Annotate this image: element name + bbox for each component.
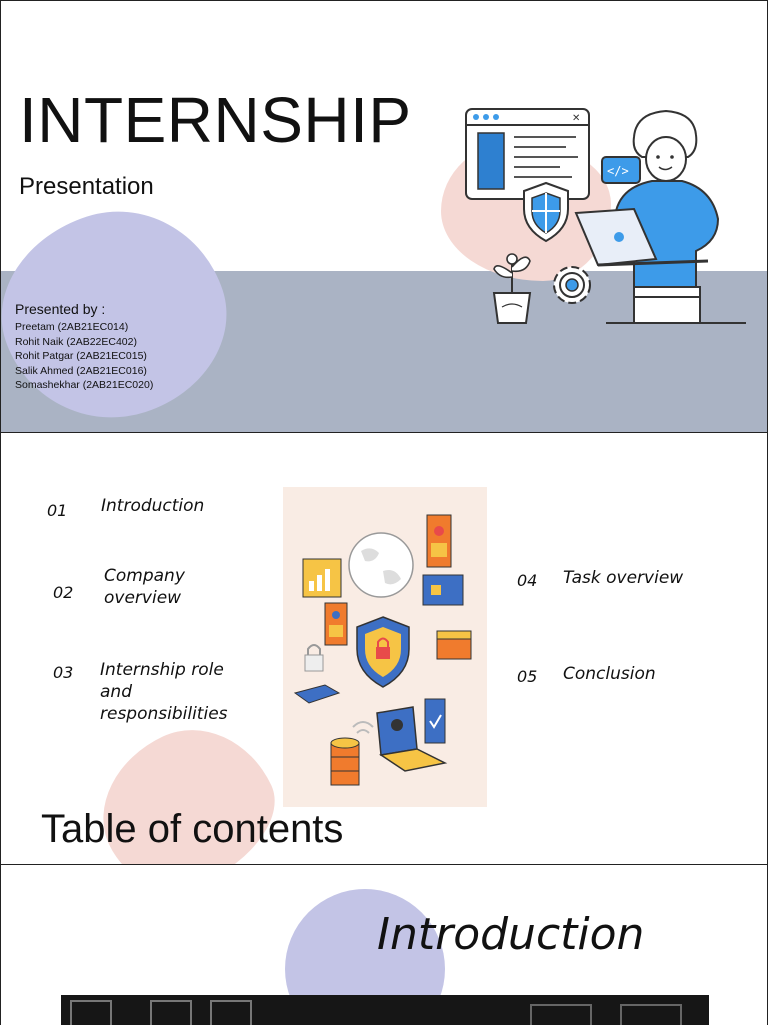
toc-item-task-overview[interactable]: Task overview	[563, 568, 684, 588]
shield-icon	[523, 181, 569, 243]
toc-item-conclusion[interactable]: Conclusion	[563, 664, 656, 684]
section-title: Introduction	[377, 909, 645, 960]
media-card-icon	[324, 602, 348, 646]
toc-item-introduction[interactable]: Introduction	[101, 496, 205, 516]
table-of-contents-slide: 01 Introduction 02 Company overview 03 I…	[0, 432, 768, 865]
member-name: Rohit Patgar (2AB21EC015)	[15, 350, 147, 362]
member-name: Salik Ahmed (2AB21EC016)	[15, 364, 147, 377]
title-slide: INTERNSHIP Presentation Presented by : P…	[0, 0, 768, 433]
member-name: Somashekhar (2AB21EC020)	[15, 379, 154, 391]
toc-item-company-overview[interactable]: Company overview	[104, 566, 185, 608]
globe-icon	[348, 532, 414, 598]
wifi-icon	[352, 721, 374, 734]
server-icon	[436, 630, 472, 660]
plant-icon	[492, 253, 532, 324]
router-icon	[293, 684, 341, 704]
page-subtitle: Presentation	[19, 173, 154, 200]
shield-lock-icon	[356, 616, 410, 688]
toc-number: 05	[517, 667, 538, 686]
office-photo	[61, 995, 709, 1025]
introduction-slide: Introduction	[0, 864, 768, 1025]
cybersecurity-illustration	[283, 487, 487, 807]
toc-number: 02	[53, 583, 74, 602]
lock-card-icon	[422, 574, 464, 606]
chart-card-icon	[302, 558, 342, 598]
gear-icon	[553, 266, 591, 304]
laptop-hacker-icon	[376, 706, 448, 772]
member-name: Preetam (2AB21EC014)	[15, 321, 129, 333]
padlock-icon	[304, 644, 324, 672]
presented-by-label: Presented by :	[15, 301, 106, 317]
section-title: Table of contents	[41, 807, 344, 851]
toc-item-internship-role[interactable]: Internship role and responsibilities	[100, 660, 228, 724]
developer-illustration: ✕ </>	[465, 108, 746, 324]
svg-text:✕: ✕	[572, 113, 580, 124]
database-icon	[330, 737, 360, 786]
svg-text:</>: </>	[607, 164, 629, 178]
photo-windows	[61, 995, 709, 1025]
document-card-icon	[426, 514, 452, 568]
toc-number: 04	[517, 571, 538, 590]
page-title: INTERNSHIP	[19, 84, 412, 156]
member-list: Preetam (2AB21EC014) Rohit Naik (2AB22EC…	[15, 320, 153, 393]
toc-number: 03	[53, 663, 74, 682]
browser-window-icon: ✕	[465, 108, 590, 200]
toc-number: 01	[47, 501, 68, 520]
phone-check-icon	[424, 698, 446, 744]
member-name: Rohit Naik (2AB22EC402)	[15, 335, 137, 348]
laptop-icon	[574, 207, 709, 267]
code-tag-icon: </>	[601, 156, 641, 184]
